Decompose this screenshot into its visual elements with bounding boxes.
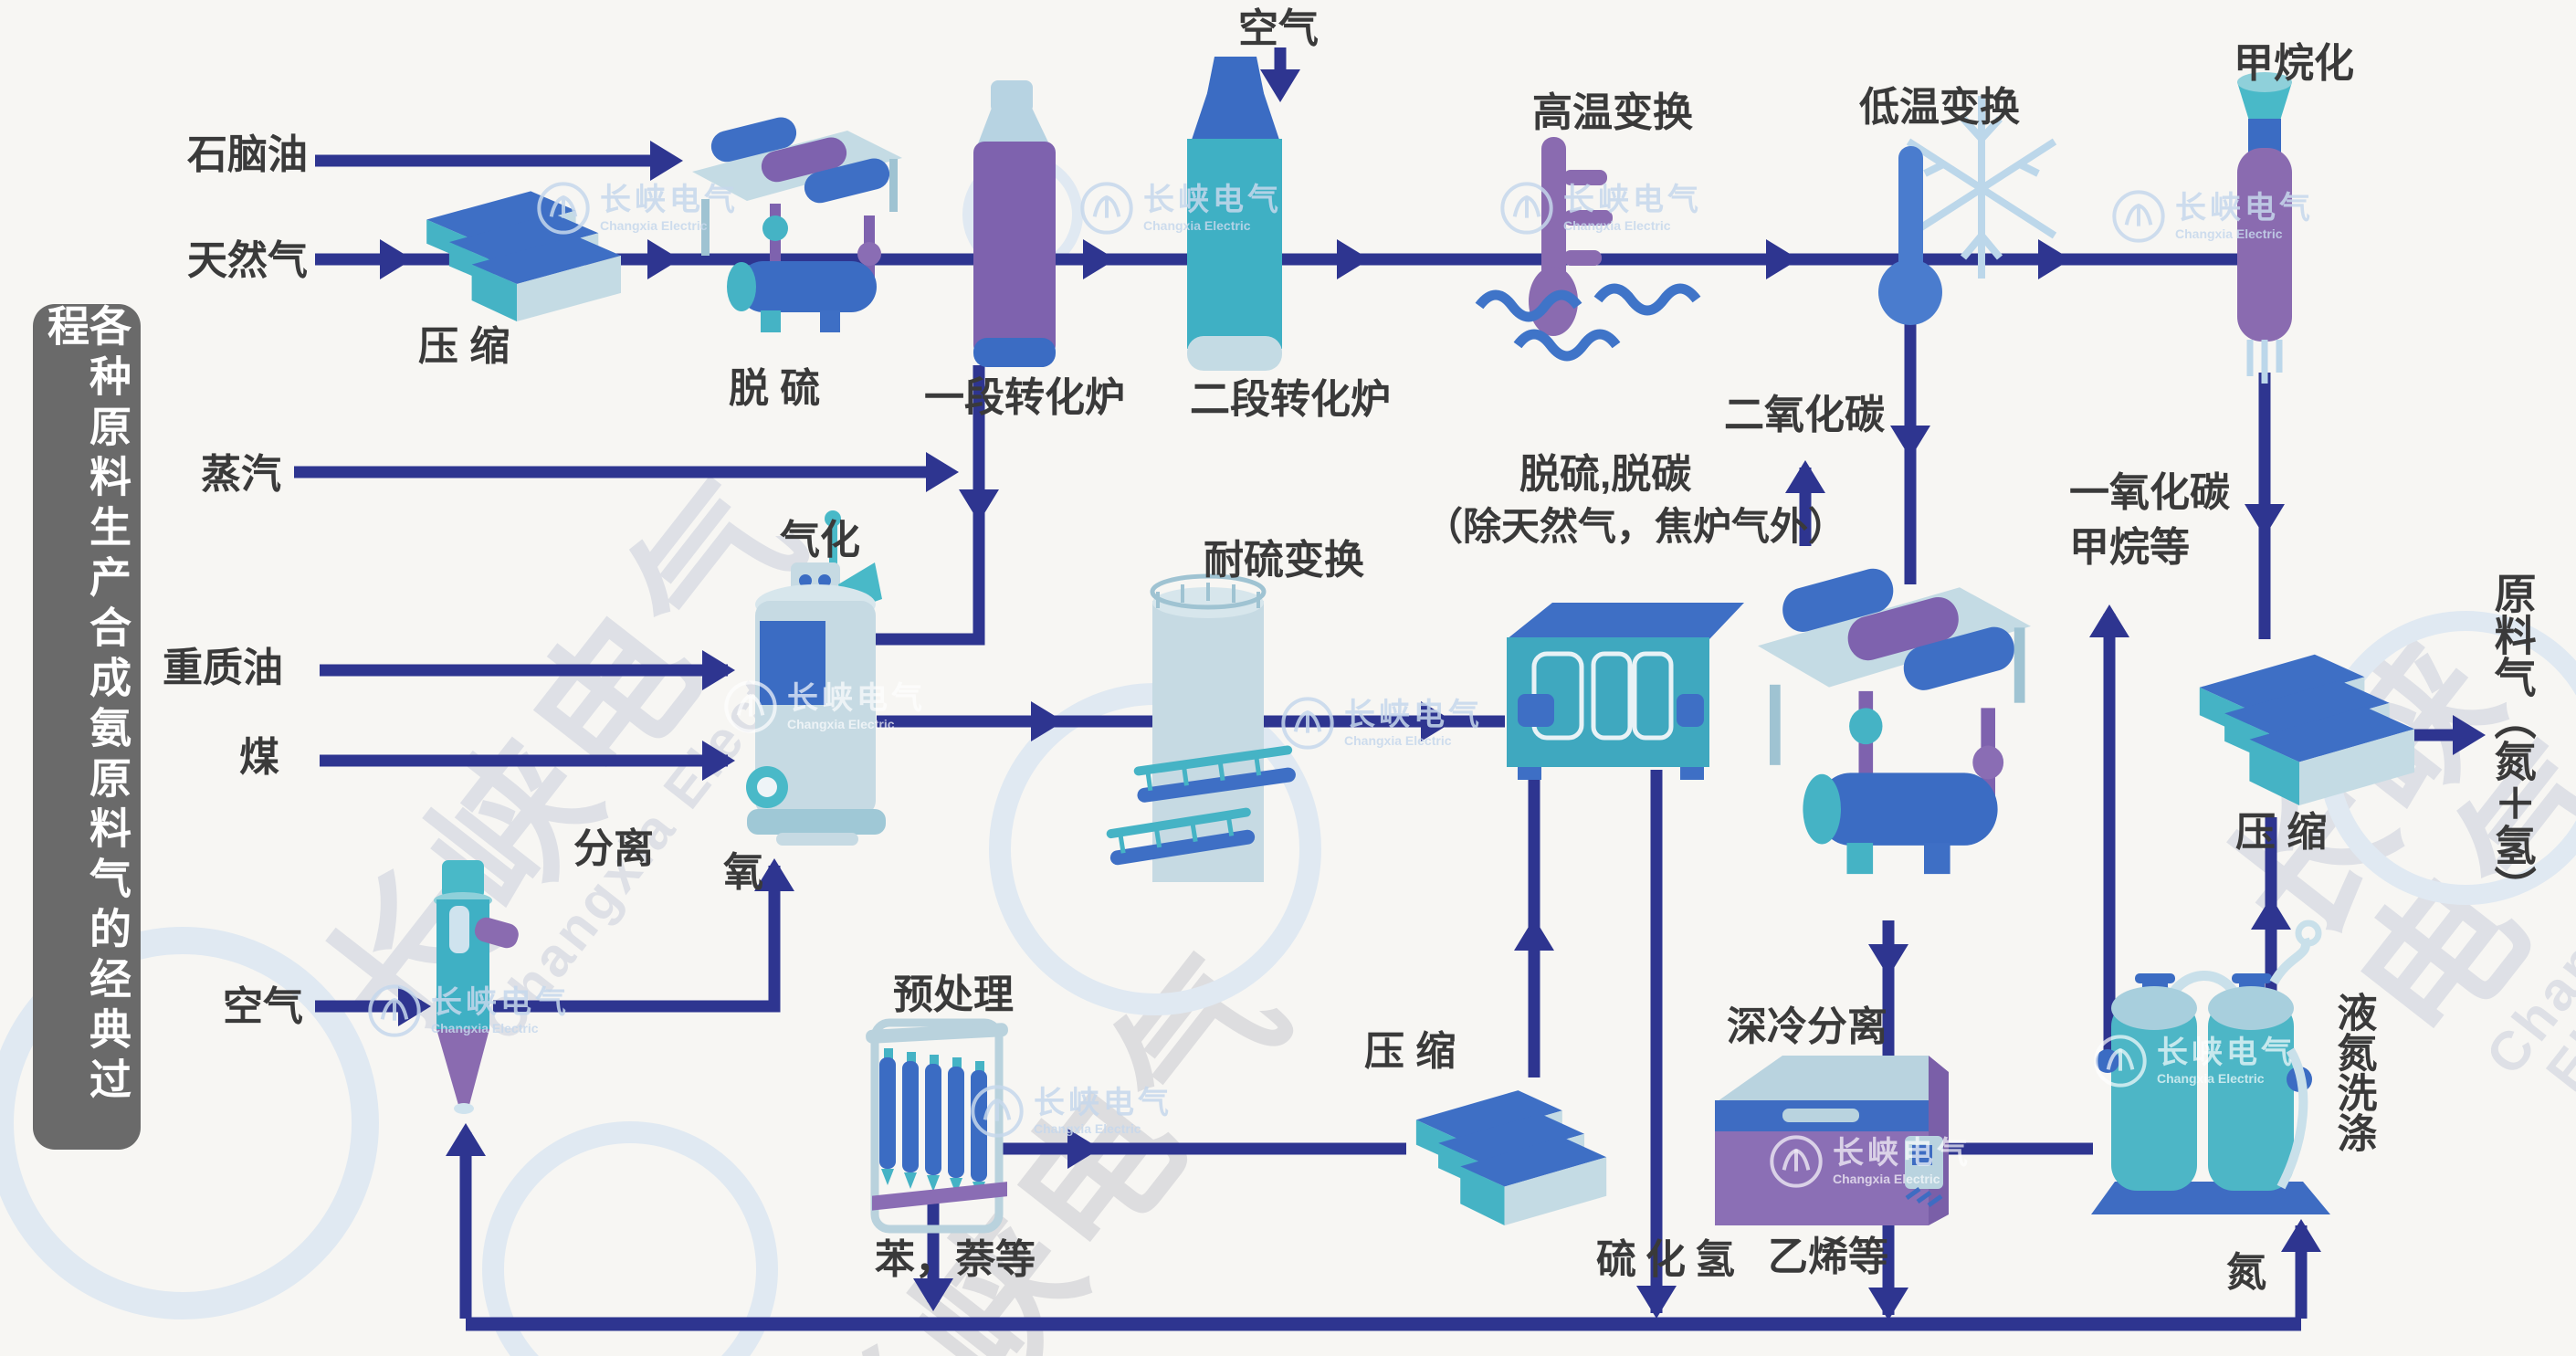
label-natural-gas: 天然气 — [187, 238, 308, 283]
label-naphtha: 石脑油 — [187, 132, 308, 177]
label-steam: 蒸汽 — [201, 452, 281, 497]
label-benzene: 苯，萘等 — [875, 1237, 1036, 1282]
desulfurizer-icon — [692, 113, 902, 332]
methanation-icon — [2237, 72, 2292, 384]
label-ln2-wash: 液氮洗涤 — [2330, 992, 2376, 1152]
desulf-decarb-machinery-icon — [1758, 563, 2031, 875]
label-co2: 二氧化碳 — [1724, 393, 1885, 437]
label-gasification: 气化 — [780, 518, 860, 562]
label-lts: 低温变换 — [1859, 85, 2020, 130]
diagram-title: 各种原料生产合成氨原料气的经典过程 — [42, 304, 131, 1108]
lts-thermometer-icon — [1878, 96, 2057, 325]
sulfur-shift-tower-icon — [1106, 573, 1296, 882]
label-nitrogen: 氮 — [2226, 1250, 2266, 1295]
label-desulf-decarb: 脱硫,脱碳 — [1519, 452, 1692, 497]
label-compression-mid: 压 缩 — [1364, 1029, 1456, 1074]
label-methanation: 甲烷化 — [2234, 41, 2354, 86]
secondary-reformer-icon — [1187, 57, 1282, 371]
label-separation: 分离 — [573, 826, 654, 871]
label-sulfur-tolerant-shift: 耐硫变换 — [1204, 538, 1364, 583]
flow-lines — [294, 47, 2467, 1331]
label-co-methane-1: 一氧化碳 — [2069, 470, 2230, 515]
ln2-wash-unit-icon — [2091, 920, 2330, 1214]
compressor-icon-left — [426, 191, 621, 321]
compressor-icon-middle — [1415, 1090, 1607, 1225]
sidebar-title-panel: 各种原料生产合成氨原料气的经典过程 — [33, 304, 141, 1150]
compressor-icon-right — [2199, 654, 2414, 805]
label-air-bottom: 空气 — [223, 984, 303, 1029]
label-primary-reformer: 一段转化炉 — [924, 375, 1125, 420]
label-desulf-decarb-note: （除天然气，焦炉气外） — [1425, 505, 1847, 548]
label-co-methane-2: 甲烷等 — [2069, 525, 2190, 570]
label-secondary-reformer: 二段转化炉 — [1190, 377, 1391, 422]
label-feed-gas: 原料气（氮＋氢） — [2488, 572, 2537, 908]
cyclone-separator-icon — [434, 860, 519, 1114]
desulf-decarb-box-icon — [1507, 603, 1744, 780]
label-coal: 煤 — [239, 735, 279, 780]
label-h2s: 硫化氢 — [1596, 1237, 1744, 1282]
label-compression-left: 压 缩 — [418, 324, 510, 369]
label-heavy-oil: 重质油 — [163, 646, 283, 690]
label-air-top: 空气 — [1238, 6, 1319, 51]
label-compression-right: 压 缩 — [2235, 810, 2328, 855]
label-oxygen: 氧 — [723, 850, 763, 895]
label-cryogenic-separation: 深冷分离 — [1727, 1004, 1887, 1049]
label-hts: 高温变换 — [1532, 90, 1693, 135]
pretreatment-rack-icon — [866, 1018, 1008, 1234]
label-pretreatment: 预处理 — [893, 972, 1014, 1017]
primary-reformer-icon — [973, 80, 1056, 367]
hts-thermometer-icon — [1475, 137, 1701, 362]
flow-arrowheads — [380, 69, 2486, 1320]
label-ethylene: 乙烯等 — [1768, 1235, 1888, 1279]
cryogenic-separation-box-icon — [1715, 1056, 1949, 1225]
gasifier-icon — [746, 510, 886, 846]
label-desulfurization: 脱 硫 — [729, 366, 821, 411]
